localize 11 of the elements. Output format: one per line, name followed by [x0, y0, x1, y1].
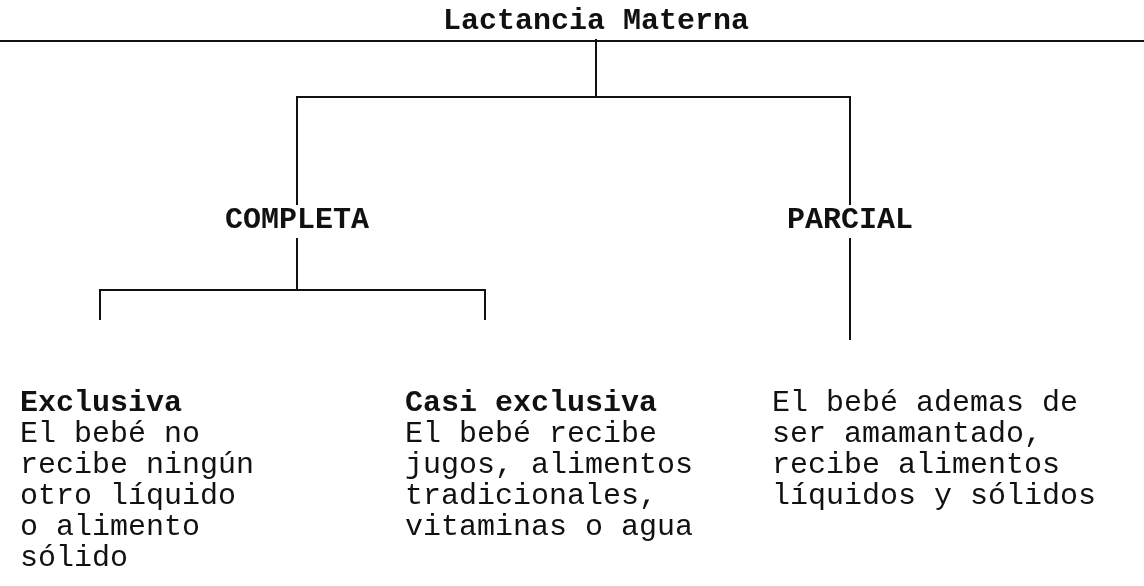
description-text: El bebé ademas de ser amamantado, recibe alimentos líquidos y sólidos	[772, 388, 1098, 512]
category-label: COMPLETA	[224, 205, 370, 236]
connector-line	[595, 38, 851, 206]
description-text: El bebé no recibe ningún otro líquido o alimento sólido	[20, 419, 256, 574]
subcategory-heading: Casi exclusiva	[405, 388, 659, 419]
chart-title: Lactancia Materna	[441, 6, 751, 37]
category-label: PARCIAL	[786, 205, 914, 236]
connector-line	[296, 237, 486, 321]
connector-line	[849, 237, 851, 341]
description-text: El bebé recibe jugos, alimentos tradicionales, vitaminas o agua	[405, 419, 695, 543]
subcategory-heading: Exclusiva	[20, 388, 184, 419]
